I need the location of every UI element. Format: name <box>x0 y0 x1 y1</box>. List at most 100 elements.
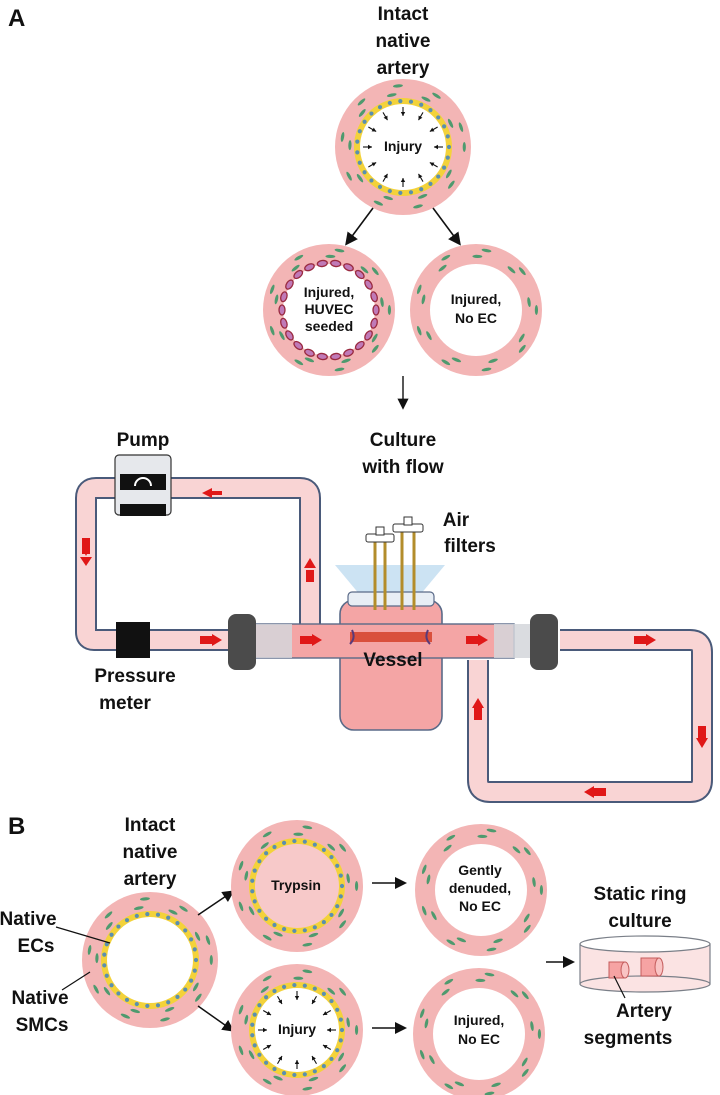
ec-nucleus <box>134 913 139 919</box>
injury-arrowhead <box>322 1011 328 1015</box>
a-intact-label-3: artery <box>377 58 430 79</box>
huvec-cell <box>285 279 294 290</box>
smc-cell <box>248 906 255 916</box>
smc-cell <box>308 1076 319 1082</box>
huvec-cell <box>370 317 378 329</box>
smc-cell <box>387 305 391 315</box>
ec-nucleus <box>252 1012 257 1017</box>
lumen <box>433 988 525 1080</box>
ec-nucleus <box>355 150 360 155</box>
huvec-cell <box>285 330 294 341</box>
ec-nucleus <box>145 1003 150 1009</box>
smc-cell <box>510 990 519 998</box>
ec-nucleus <box>292 982 297 988</box>
huvec-cell <box>293 340 304 351</box>
smc-cell <box>274 294 279 305</box>
trypsin-label: Trypsin <box>271 877 321 893</box>
lumen <box>254 843 340 929</box>
smc-cell <box>260 842 269 849</box>
smc-cell <box>512 846 521 854</box>
branch-arrow-right <box>432 207 461 246</box>
smc-cell <box>518 267 526 276</box>
ec-nucleus <box>387 188 392 194</box>
smc-cell <box>302 825 313 830</box>
lumen <box>359 103 447 191</box>
ec-nucleus <box>155 1003 161 1008</box>
smc-cell <box>133 906 144 910</box>
ec-nucleus <box>264 916 269 921</box>
smc-cell <box>419 1049 425 1060</box>
smc-cell <box>356 173 364 183</box>
ec-nucleus <box>109 932 114 937</box>
smc-cell <box>523 913 530 923</box>
smc-cell <box>475 978 486 983</box>
injury-arrowhead <box>294 1060 300 1064</box>
smc-cell <box>429 1055 435 1065</box>
ec-nucleus <box>175 994 180 999</box>
pressure-label-1: Pressure <box>94 666 175 687</box>
ec-nucleus <box>445 134 450 139</box>
a-seeded-label-2: HUVEC <box>304 301 353 317</box>
ec-nucleus <box>377 105 383 110</box>
segments-label-1: Artery <box>616 1001 672 1022</box>
smc-cell <box>93 984 99 994</box>
ec-nucleus <box>252 1043 257 1048</box>
smc-cell <box>447 118 454 128</box>
ec-nucleus <box>329 912 334 918</box>
smc-cell <box>339 920 347 929</box>
ec-nucleus <box>357 160 362 165</box>
smc-cell <box>438 264 447 272</box>
culture-label-1: Culture <box>370 430 437 451</box>
smc-cell <box>262 975 272 982</box>
smc-cell <box>431 911 437 921</box>
smc-cell <box>371 344 379 353</box>
smc-cell <box>421 864 427 875</box>
smc-cell <box>539 885 543 895</box>
ec-nucleus <box>109 983 114 988</box>
ec-nucleus <box>281 927 287 932</box>
smc-cell <box>260 986 269 993</box>
a-seeded-label-1: Injured, <box>304 284 355 300</box>
ec-nucleus <box>252 868 257 873</box>
injury-arrowhead <box>312 999 316 1005</box>
ec-nucleus <box>302 1072 307 1077</box>
ec-nucleus <box>104 973 109 978</box>
smc-cell <box>205 935 211 945</box>
smc-cell <box>341 358 351 364</box>
ec-nucleus <box>387 100 392 106</box>
ec-nucleus <box>302 839 307 844</box>
smc-cell <box>444 978 454 985</box>
ec-nucleus <box>292 838 297 844</box>
no-ec-ring <box>410 244 542 376</box>
smc-cell <box>373 200 384 206</box>
smc-cell <box>446 834 456 841</box>
ec-nucleus <box>377 184 383 189</box>
smc-cell <box>354 1025 359 1035</box>
ec-nucleus <box>250 878 255 883</box>
smc-cell <box>426 874 431 885</box>
smc-cell <box>421 96 431 102</box>
smc-cell <box>472 254 483 259</box>
smc-cell <box>413 204 423 209</box>
smc-cell <box>340 131 345 142</box>
smc-cell <box>294 359 304 366</box>
smc-cell <box>334 367 345 372</box>
huvec-cell <box>364 330 373 341</box>
smc-cell <box>103 986 111 996</box>
smc-cell <box>454 1081 465 1087</box>
ec-nucleus <box>155 912 161 917</box>
smc-cell <box>238 901 244 912</box>
lumen <box>430 264 522 356</box>
ec-nucleus <box>292 1072 297 1078</box>
smc-cell <box>294 254 304 261</box>
smc-cell <box>446 939 456 946</box>
smc-cell <box>432 92 441 99</box>
smc-cell <box>419 1008 425 1019</box>
smc-cell <box>279 331 285 341</box>
pump-label: Pump <box>117 430 170 451</box>
smc-cell <box>444 1083 454 1090</box>
smc-cell <box>160 1017 170 1022</box>
a-seeded-label-3: seeded <box>305 318 353 334</box>
lumen <box>283 264 375 356</box>
ec-nucleus <box>355 139 360 144</box>
